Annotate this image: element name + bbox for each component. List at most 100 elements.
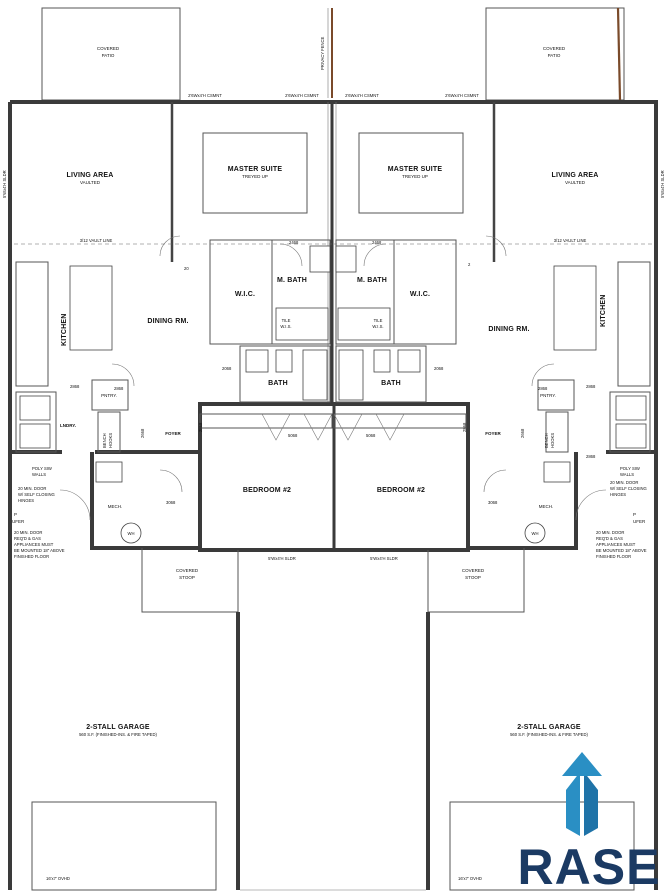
- pantry-label: PNTRY.: [101, 393, 117, 398]
- window-label-csmnt: 2'6Wx4'H CSMNT: [445, 93, 479, 98]
- door-note: W/ SELF CLOSING: [18, 492, 55, 497]
- ohd-label: 16'x7' OVHD: [458, 876, 482, 881]
- unit-left-labels: LIVING AREA VAULTED 3/12 VAULT LINE MAST…: [12, 166, 307, 881]
- window-label-front-sldr: 5'Wx4'H SLDR: [370, 556, 398, 561]
- window-label-side-sldr: 5'Wx4'H SLDR: [2, 170, 7, 198]
- door-code: 2468: [289, 240, 299, 245]
- living-area-label: LIVING AREA: [66, 172, 113, 179]
- reqd-note: FINISHED FLOOR: [596, 554, 631, 559]
- window-label-csmnt: 2'6Wx4'H CSMNT: [345, 93, 379, 98]
- garage-sub: 560 S.F. (FINISHED-INS. & FIRE TAPED): [79, 732, 157, 737]
- door-code: 5068: [366, 433, 376, 438]
- reqd-note: BE MOUNTED 18" ABOVE: [14, 548, 65, 553]
- master-suite-label: MASTER SUITE: [388, 166, 443, 173]
- poly-walls-note: POLY SIW: [620, 466, 640, 471]
- garage-sub: 560 S.F. (FINISHED-INS. & FIRE TAPED): [510, 732, 588, 737]
- door-code: 2: [468, 262, 471, 267]
- reqd-note: FINISHED FLOOR: [14, 554, 49, 559]
- door-note: W/ SELF CLOSING: [610, 486, 647, 491]
- stoop-label: STOOP: [465, 575, 481, 580]
- master-suite-sub: TREYED UP: [402, 174, 428, 179]
- tile-label: W.I.S.: [280, 324, 291, 329]
- door-note: 20 MIN. DOOR: [18, 486, 46, 491]
- master-bath-label: M. BATH: [277, 277, 307, 284]
- bench-label: BENCH: [102, 433, 107, 448]
- reqd-note: 20 MIN. DOOR: [14, 530, 42, 535]
- reqd-note: APPLIANCES MUST: [14, 542, 54, 547]
- poly-walls-note: WALLS: [620, 472, 634, 477]
- door-code: 2068: [434, 366, 444, 371]
- wic-label: W.I.C.: [410, 291, 430, 298]
- living-area-sub: VAULTED: [80, 180, 101, 185]
- foyer-label: FOYER: [485, 431, 501, 436]
- reqd-note: REQ'D & GAS: [14, 536, 41, 541]
- door-code: 5068: [288, 433, 298, 438]
- reqd-note: BE MOUNTED 18" ABOVE: [596, 548, 647, 553]
- door-codes: 2468 2468 2868 2868 2868 2868 2868 3068 …: [70, 240, 596, 505]
- master-suite-label: MASTER SUITE: [228, 166, 283, 173]
- bench-label: BENCH: [544, 433, 549, 448]
- door-code: 2068: [222, 366, 232, 371]
- living-area-sub: VAULTED: [565, 180, 586, 185]
- water-heater-label: WH: [128, 531, 135, 536]
- door-code: 2868: [586, 384, 596, 389]
- laundry-label: LNDRY.: [60, 423, 76, 428]
- tile-label: TILE: [374, 318, 383, 323]
- door-note: HINGES: [610, 492, 626, 497]
- master-bath-label: M. BATH: [357, 277, 387, 284]
- reqd-note: 20 MIN. DOOR: [596, 530, 624, 535]
- living-area-label: LIVING AREA: [551, 172, 598, 179]
- ufer-label: UFER: [12, 519, 25, 524]
- ufer-label: P: [14, 512, 17, 517]
- window-label-csmnt: 2'6Wx4'H CSMNT: [285, 93, 319, 98]
- interior-left: [14, 102, 333, 544]
- patio-label-line1: COVERED: [543, 46, 566, 51]
- reqd-note: APPLIANCES MUST: [596, 542, 636, 547]
- mech-label: MECH.: [539, 504, 554, 509]
- door-note: 20 MIN. DOOR: [610, 480, 638, 485]
- door-code: 2868: [70, 384, 80, 389]
- door-code: 20: [184, 266, 189, 271]
- window-label-front-sldr: 5'Wx4'H SLDR: [268, 556, 296, 561]
- stoop-label: COVERED: [176, 568, 199, 573]
- tile-label: TILE: [282, 318, 291, 323]
- bath-label: BATH: [268, 380, 288, 387]
- patio-label-line2: PATIO: [548, 53, 561, 58]
- door-code: 2868: [462, 422, 467, 432]
- tile-label: W.I.S.: [372, 324, 383, 329]
- dining-room-label: DINING RM.: [147, 318, 188, 325]
- door-note: HINGES: [18, 498, 34, 503]
- ufer-label: P: [633, 512, 636, 517]
- reqd-note: REQ'D & GAS: [596, 536, 623, 541]
- privacy-fence-label: PRIVACY FENCE: [320, 36, 325, 70]
- kitchen-label: KITCHEN: [61, 313, 68, 346]
- wic-label: W.I.C.: [235, 291, 255, 298]
- poly-walls-note: POLY SIW: [32, 466, 52, 471]
- unit-right-labels: LIVING AREA VAULTED 3/12 VAULT LINE MAST…: [357, 166, 647, 881]
- stoop-label: STOOP: [179, 575, 195, 580]
- bath-label: BATH: [381, 380, 401, 387]
- hooks-label: HOOKS: [108, 433, 113, 448]
- bedroom-label: BEDROOM #2: [377, 487, 425, 494]
- ufer-label: UFER: [633, 519, 646, 524]
- logo-arrow-icon: [562, 752, 602, 836]
- interior-right: [333, 102, 652, 544]
- kitchen-label: KITCHEN: [600, 294, 607, 327]
- poly-walls-note: WALLS: [32, 472, 46, 477]
- garage-label: 2-STALL GARAGE: [517, 724, 581, 731]
- door-code: 2868: [586, 454, 596, 459]
- garage-label: 2-STALL GARAGE: [86, 724, 150, 731]
- garage-walls: [8, 452, 658, 891]
- window-label-csmnt: 2'6Wx4'H CSMNT: [188, 93, 222, 98]
- hooks-label: HOOKS: [550, 433, 555, 448]
- patio-label-line1: COVERED: [97, 46, 120, 51]
- window-label-side-sldr: 5'Wx4'H SLDR: [660, 170, 665, 198]
- door-code: 2668: [140, 428, 145, 438]
- dining-room-label: DINING RM.: [488, 326, 529, 333]
- pantry-label: PNTRY.: [540, 393, 556, 398]
- patio-label-line2: PATIO: [102, 53, 115, 58]
- door-code: 2868: [114, 386, 124, 391]
- door-code: 2668: [520, 428, 525, 438]
- water-heater-label: WH: [532, 531, 539, 536]
